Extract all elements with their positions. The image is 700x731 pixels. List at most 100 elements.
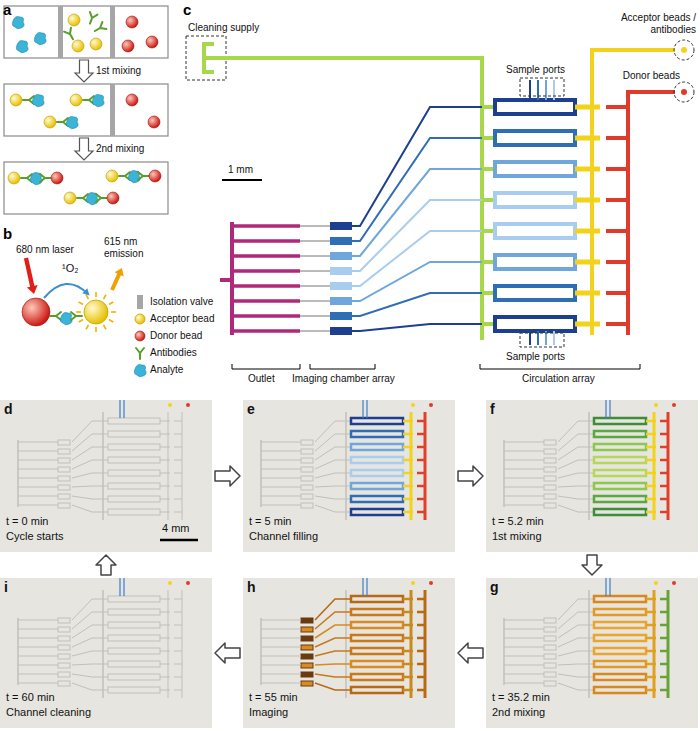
imaging-chamber [58,485,70,490]
imaging-chamber [330,312,352,320]
outlet-tooth [232,269,300,273]
circulation-loop [351,496,403,502]
outlet-tooth [18,496,58,497]
circulation-loop [108,635,160,641]
manifold [345,412,347,520]
laser-beam [24,258,38,295]
circulation-loop [495,162,575,176]
chamber-channel [315,599,351,620]
cycle-arrow [215,643,240,663]
circulation-loop [108,674,160,680]
chamber-channel [315,651,351,656]
bracket [232,364,640,369]
donor-stub [606,291,628,295]
donor-bead [148,116,160,128]
outlet-tooth [232,284,300,288]
donor-stub [174,512,182,513]
circulation-loop [351,444,403,450]
antibody [96,194,107,202]
emission-ray [79,320,83,323]
circulation-loop [351,635,403,641]
circulation-loop [594,509,646,515]
imaging-chamber [330,237,352,245]
circulation-loop [495,100,575,114]
step-caption: 2nd mixing [492,706,545,719]
chamber-channel [72,460,108,469]
antibody-stroke [50,312,61,320]
imaging-chamber [301,476,313,481]
time-label: t = 60 min [6,691,55,704]
inlet-dot [429,581,433,585]
outlet-tooth [232,299,300,303]
acceptor-stub [575,229,600,234]
annotation: 1st mixing [96,65,141,77]
chamber-channel [72,664,108,665]
acceptor-bead [70,94,82,106]
outlet-tooth [261,683,301,684]
acceptor-bead [106,170,118,182]
annotation: Imaging chamber array [292,373,395,385]
imaging-chamber [58,467,70,472]
imaging-chamber [58,476,70,481]
donor-stub [174,612,182,613]
donor-bead [122,40,134,52]
imaging-chamber [330,282,352,290]
annotation: 2nd mixing [96,143,144,155]
antibody [93,22,107,34]
outlet-tooth [261,505,301,506]
outlet-tooth [504,487,544,488]
circulation-loop [108,418,160,424]
donor-stub [174,638,182,639]
imaging-chamber [301,449,313,454]
legend-text: Analyte [150,364,183,376]
outlet-tooth [18,656,58,657]
chamber-channel [558,421,594,442]
outlet-tooth [232,239,300,243]
donor-channel [667,412,670,520]
outlet-tooth [261,469,301,470]
outlet-channel [220,222,232,335]
acceptor-bead [64,192,76,204]
circulation-loop [351,483,403,489]
annotation: 680 nm laser [16,244,74,256]
acceptor-stub [575,260,600,265]
outlet-link [300,226,330,227]
imaging-chamber [330,252,352,260]
panel-letter: g [490,580,499,595]
donor-stub [174,651,182,652]
imaging-chamber [330,267,352,275]
outlet-tooth [504,478,544,479]
imaging-chamber [301,467,313,472]
donor-bead [22,298,50,326]
imaging-chamber [58,494,70,499]
chamber-channel [72,599,108,620]
emission-ray [86,325,89,329]
donor-stub [606,136,628,140]
outlet-tooth [504,451,544,452]
chamber-channel [558,625,594,638]
donor-bead [126,94,138,106]
circulation-loop [495,193,575,207]
chamber-channel [352,231,495,286]
chamber-channel [72,651,108,656]
panel-c [186,36,694,369]
imaging-chamber [544,645,556,650]
analyte [32,95,44,107]
annotation: Circulation array [522,373,595,385]
circulation-loop [594,674,646,680]
outlet-tooth [504,647,544,648]
acceptor-stub [575,105,600,110]
outlet-tooth [261,496,301,497]
circulation-loop [351,609,403,615]
imaging-chamber [301,627,313,632]
chamber-channel [315,447,351,460]
donor-stub [174,690,182,691]
acceptor-channel [410,590,413,698]
chamber-box [4,6,168,58]
step-arrow [75,60,93,82]
donor-stub [174,664,182,665]
photo-panel: it = 60 minChannel cleaning [0,578,212,728]
imaging-chamber [544,672,556,677]
donor-bead [126,16,138,28]
chamber-channel [72,486,108,487]
